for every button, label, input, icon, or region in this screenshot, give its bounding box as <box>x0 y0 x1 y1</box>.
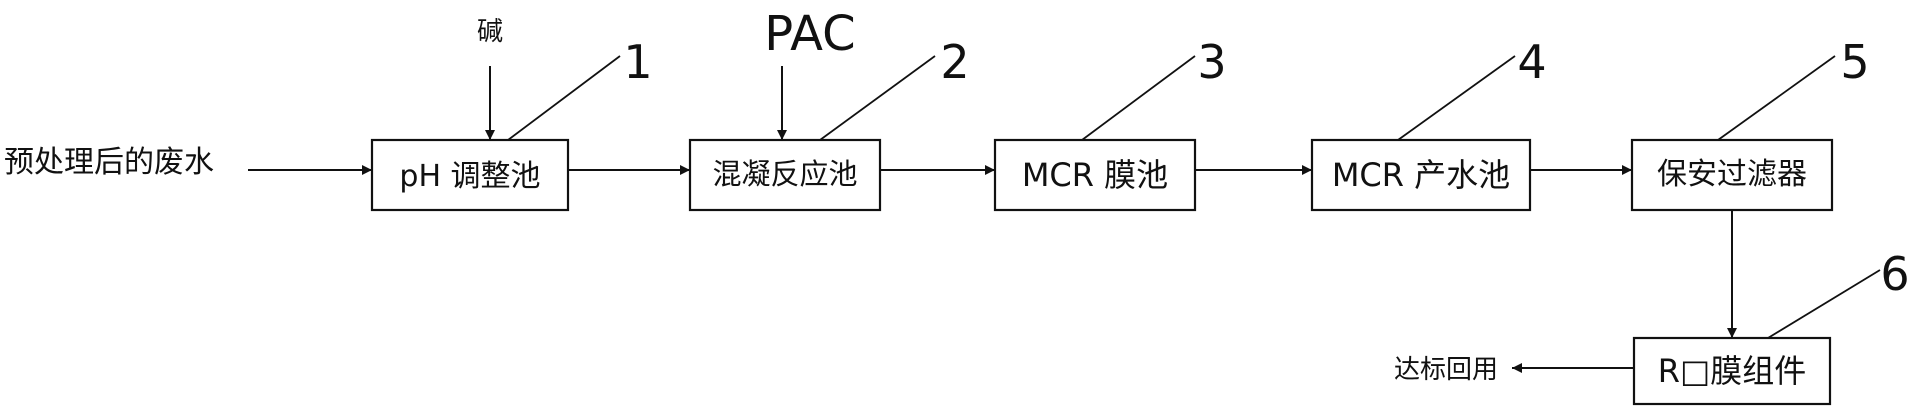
leader-line-1 <box>507 55 621 141</box>
part-number-1: 1 <box>623 35 652 89</box>
ro-membrane-module: R□膜组件 <box>1632 336 1832 406</box>
leader-line-2 <box>819 55 936 141</box>
ro-membrane-module-label: R□膜组件 <box>1658 352 1806 390</box>
ph-adjustment-tank: pH 调整池 <box>370 138 570 212</box>
mcr-product-water-tank: MCR 产水池 <box>1310 138 1532 212</box>
input-label: 预处理后的废水 <box>4 145 214 180</box>
part-number-3: 3 <box>1197 35 1226 89</box>
security-filter: 保安过滤器 <box>1630 138 1834 212</box>
security-filter-label: 保安过滤器 <box>1657 157 1807 192</box>
part-number-2: 2 <box>940 35 969 89</box>
coagulation-reaction-tank: 混凝反应池 <box>688 138 882 212</box>
part-number-5: 5 <box>1840 35 1869 89</box>
pac-feed-label: PAC <box>764 6 855 62</box>
mcr-membrane-tank: MCR 膜池 <box>993 138 1197 212</box>
ph-adjustment-tank-label: pH 调整池 <box>399 159 540 194</box>
alkali-feed-label: 碱 <box>477 17 503 47</box>
leader-line-3 <box>1081 55 1196 141</box>
leader-line-5 <box>1717 55 1836 141</box>
mcr-membrane-tank-label: MCR 膜池 <box>1022 156 1168 194</box>
part-number-4: 4 <box>1517 35 1546 89</box>
coagulation-reaction-tank-label: 混凝反应池 <box>712 157 857 191</box>
leader-line-6 <box>1767 269 1881 339</box>
mcr-product-water-tank-label: MCR 产水池 <box>1332 156 1510 194</box>
output-label: 达标回用 <box>1394 355 1498 385</box>
leader-line-4 <box>1397 55 1516 141</box>
part-number-6: 6 <box>1880 247 1909 301</box>
